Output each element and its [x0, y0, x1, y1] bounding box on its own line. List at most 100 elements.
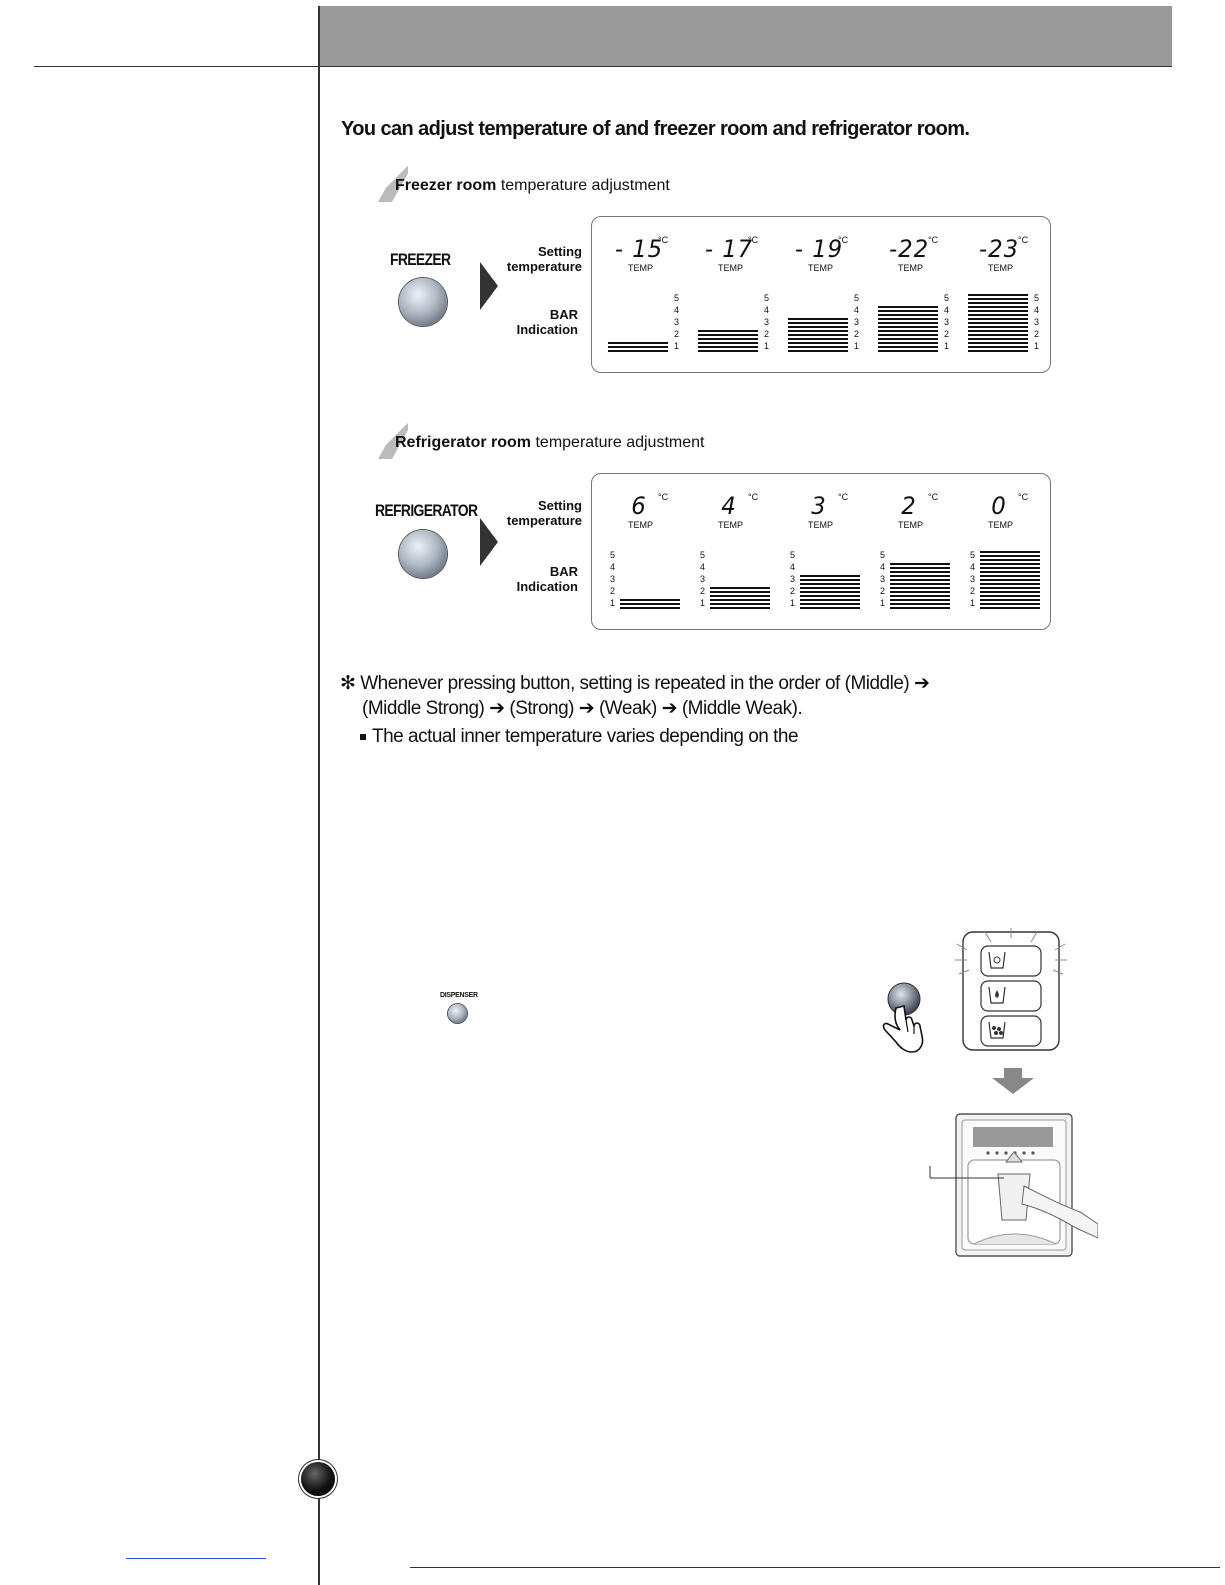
freezer-bar-segment: [968, 298, 1028, 300]
celsius-unit: °C: [658, 235, 668, 245]
refrigerator-bar-segment: [800, 599, 860, 601]
scale-number: 2: [970, 585, 975, 597]
refrigerator-bar-segment: [800, 591, 860, 593]
bullet-square-icon: [360, 734, 366, 740]
scale-number: 5: [880, 549, 885, 561]
refrigerator-title-rest: temperature adjustment: [531, 434, 704, 451]
freezer-bar-segment: [878, 306, 938, 308]
freezer-button[interactable]: [399, 278, 447, 326]
scale-number: 1: [700, 597, 705, 609]
refrigerator-bar-segment: [710, 603, 770, 605]
freezer-bar-segment: [968, 318, 1028, 320]
scale-number: 3: [700, 573, 705, 585]
freezer-bar-segment: [878, 318, 938, 320]
dispenser-glass-illustration: [928, 1112, 1098, 1258]
freezer-bar-segment: [878, 334, 938, 336]
scale-number: 1: [764, 340, 769, 352]
scale-number: 5: [944, 292, 949, 304]
refrigerator-bar-segment: [620, 599, 680, 601]
scale-number: 3: [1034, 316, 1039, 328]
refrigerator-button[interactable]: [399, 530, 447, 578]
freezer-bar-segment: [788, 326, 848, 328]
refrigerator-button-label: REFRIGERATOR: [375, 501, 477, 521]
freezer-bar-segment: [788, 330, 848, 332]
scale-number: 5: [854, 292, 859, 304]
scale-number: 5: [1034, 292, 1039, 304]
scale-number: 5: [610, 549, 615, 561]
refrigerator-bar-segment: [890, 599, 950, 601]
freezer-bar-segment: [968, 322, 1028, 324]
refrigerator-bar-segment: [890, 563, 950, 565]
scale-number: 2: [790, 585, 795, 597]
freezer-bar-segment: [698, 338, 758, 340]
temp-caption: TEMP: [718, 263, 743, 273]
page-number-marker: [301, 1462, 335, 1496]
celsius-unit: °C: [1018, 235, 1028, 245]
freezer-bar-segment: [878, 322, 938, 324]
freezer-bar-segment: [968, 350, 1028, 352]
scale-number: 1: [1034, 340, 1039, 352]
scale-number: 4: [700, 561, 705, 573]
scale-number: 4: [1034, 304, 1039, 316]
freezer-bar-segment: [968, 330, 1028, 332]
scale-number: 3: [880, 573, 885, 585]
freezer-bar-segment: [878, 350, 938, 352]
refrigerator-bar-segment: [980, 563, 1040, 565]
freezer-bar-segment: [968, 302, 1028, 304]
refrigerator-bar-segment: [800, 607, 860, 609]
freezer-bar-segment: [878, 338, 938, 340]
dispenser-button[interactable]: [448, 1004, 467, 1023]
refrigerator-bar-scale: 54321: [700, 549, 705, 609]
refrigerator-bar-segment: [980, 571, 1040, 573]
refrigerator-bar-scale: 54321: [610, 549, 615, 609]
scale-number: 5: [764, 292, 769, 304]
scale-number: 4: [880, 561, 885, 573]
bar-indication-label: BARIndication: [496, 307, 578, 337]
refrigerator-bar-segment: [980, 583, 1040, 585]
scale-number: 2: [880, 585, 885, 597]
temp-caption: TEMP: [898, 263, 923, 273]
refrigerator-title-bold: Refrigerator room: [395, 434, 531, 451]
scale-number: 2: [1034, 328, 1039, 340]
freezer-bar-segment: [968, 314, 1028, 316]
temperature-variance-note: The actual inner temperature varies depe…: [372, 726, 798, 748]
scale-number: 2: [854, 328, 859, 340]
refrigerator-bar-segment: [980, 595, 1040, 597]
freezer-bar-segment: [968, 338, 1028, 340]
scale-number: 1: [944, 340, 949, 352]
scale-number: 2: [764, 328, 769, 340]
refrigerator-bar-segment: [890, 603, 950, 605]
celsius-unit: °C: [928, 492, 938, 502]
freezer-bar-segment: [698, 350, 758, 352]
refrigerator-bar-segment: [890, 607, 950, 609]
freezer-bar-segment: [698, 342, 758, 344]
refrigerator-bar-segment: [800, 603, 860, 605]
celsius-unit: °C: [838, 492, 848, 502]
refrigerator-bar-segment: [890, 583, 950, 585]
scale-number: 1: [610, 597, 615, 609]
scale-number: 2: [610, 585, 615, 597]
freezer-bar-segment: [788, 318, 848, 320]
freezer-bar-segment: [788, 342, 848, 344]
celsius-unit: °C: [748, 492, 758, 502]
scale-number: 1: [970, 597, 975, 609]
scale-number: 4: [610, 561, 615, 573]
refrigerator-bar-segment: [710, 591, 770, 593]
scale-number: 2: [700, 585, 705, 597]
refrigerator-bar-segment: [980, 567, 1040, 569]
scale-number: 4: [674, 304, 679, 316]
arrow-down-icon: [990, 1068, 1036, 1094]
refrigerator-bar-segment: [980, 587, 1040, 589]
temp-caption: TEMP: [808, 520, 833, 530]
refrigerator-bar-segment: [710, 587, 770, 589]
scale-number: 1: [790, 597, 795, 609]
scale-number: 3: [970, 573, 975, 585]
freezer-bar-segment: [878, 346, 938, 348]
